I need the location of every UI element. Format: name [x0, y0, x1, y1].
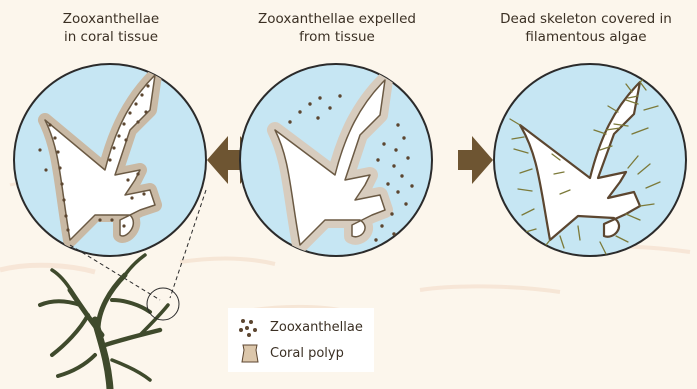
panel-2-tissue-expelled — [240, 64, 432, 256]
arrow-right-icon — [458, 136, 493, 184]
coral-polyp-legend-icon — [242, 345, 258, 362]
legend — [228, 308, 374, 372]
zoom-circle-marker — [147, 288, 179, 320]
legend-zooxanthellae-label: Zooxanthellae — [270, 320, 363, 335]
panel-3-dead-skeleton — [494, 64, 686, 256]
panel-1-coral-tissue — [14, 64, 206, 256]
legend-coral-polyp-label: Coral polyp — [270, 346, 344, 361]
coral-branch-illustration — [40, 255, 168, 389]
